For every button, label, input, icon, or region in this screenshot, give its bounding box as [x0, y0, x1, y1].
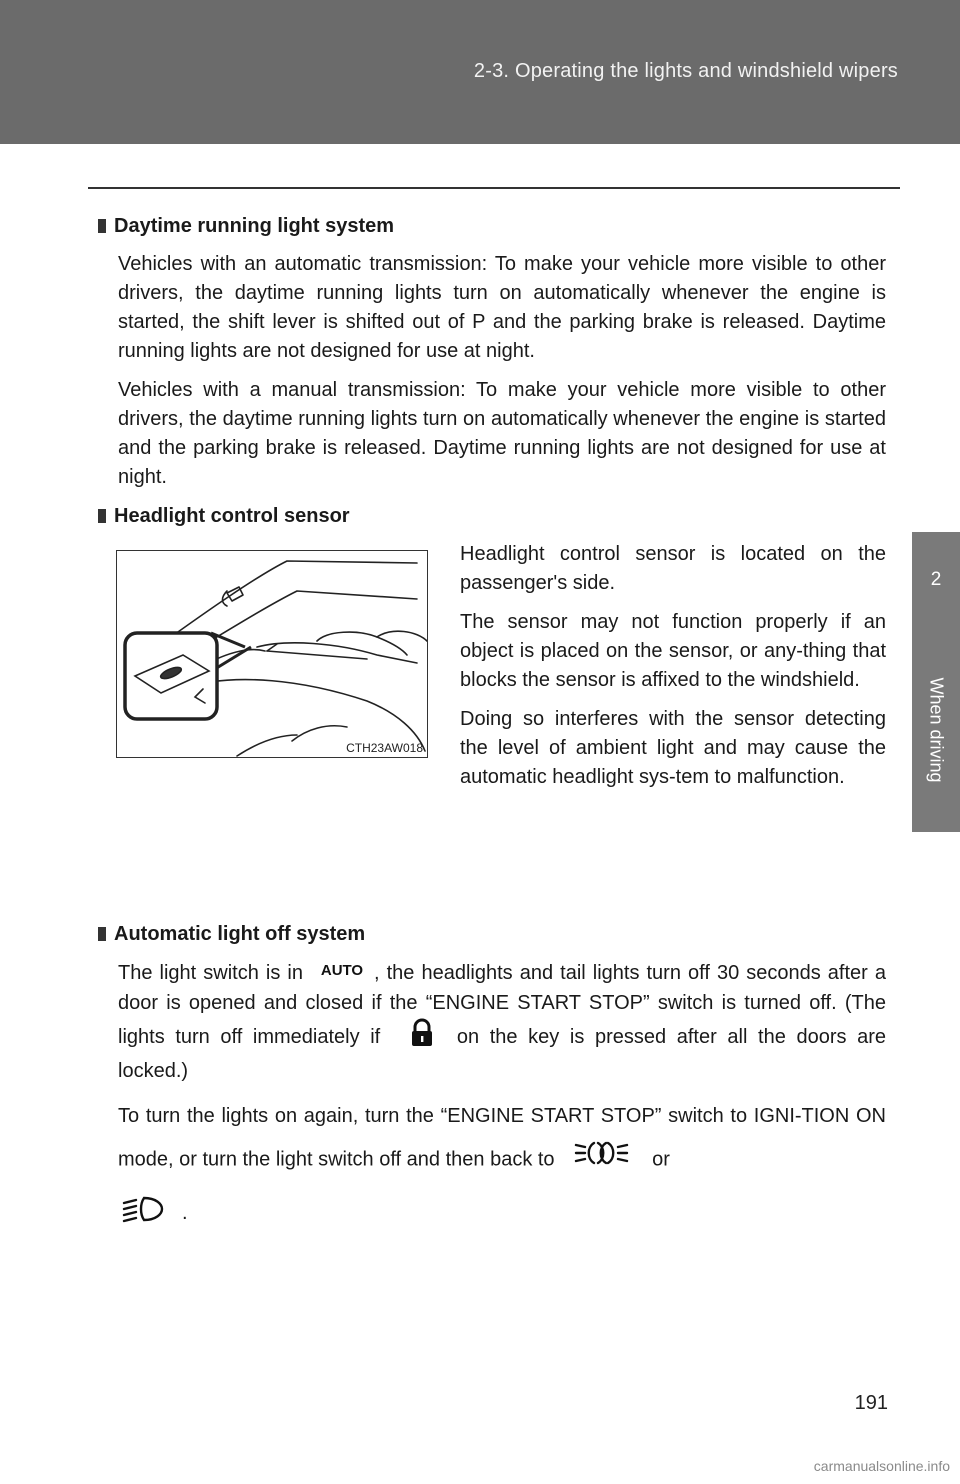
square-bullet-icon: [98, 509, 106, 523]
square-bullet-icon: [98, 927, 106, 941]
chapter-number: 2: [912, 532, 960, 628]
windshield-drawing: [123, 560, 427, 757]
sensor-description: Headlight control sensor is located on t…: [460, 540, 886, 802]
sensor-warning-text: The sensor may not function properly if …: [460, 611, 886, 691]
sensor-location-illustration: CTH23AW018: [116, 550, 428, 758]
page-content: Daytime running light system Vehicles wi…: [98, 212, 886, 1245]
drl-paragraph-manual: Vehicles with a manual transmission: To …: [118, 379, 886, 488]
drl-heading: Daytime running light system: [98, 212, 886, 240]
chapter-label-box: When driving: [912, 628, 960, 832]
drl-paragraph-automatic: Vehicles with an automatic transmission:…: [118, 253, 886, 362]
chapter-side-tab: 2 When driving: [912, 144, 960, 1484]
auto-off-paragraph-2-end: .: [118, 1192, 886, 1235]
svg-text:AUTO: AUTO: [321, 962, 364, 979]
chapter-label: When driving: [926, 677, 947, 783]
watermark: carmanualsonline.info: [813, 1458, 950, 1474]
square-bullet-icon: [98, 219, 106, 233]
auto-off-paragraph-1: The light switch is in AUTO , the headli…: [118, 958, 886, 1086]
tail-light-icon: [572, 1136, 632, 1184]
auto-switch-icon: AUTO: [310, 958, 374, 989]
header-band: 2-3. Operating the lights and windshield…: [0, 0, 960, 144]
sensor-interference-text: Doing so interferes with the sensor dete…: [460, 708, 886, 788]
sensor-figure-row: CTH23AW018 Headlight control sensor is l…: [98, 540, 886, 912]
sensor-heading: Headlight control sensor: [98, 502, 886, 530]
figure-caption: CTH23AW018: [346, 741, 423, 755]
headlight-icon: [118, 1192, 168, 1235]
section-title: 2-3. Operating the lights and windshield…: [473, 60, 898, 82]
sensor-location-text: Headlight control sensor is located on t…: [460, 543, 886, 594]
auto-off-paragraph-2: To turn the lights on again, turn the “E…: [118, 1096, 886, 1184]
lock-icon: [409, 1018, 435, 1057]
auto-off-heading: Automatic light off system: [98, 920, 886, 948]
header-rule: [88, 187, 900, 189]
page-number: 191: [854, 1392, 888, 1414]
